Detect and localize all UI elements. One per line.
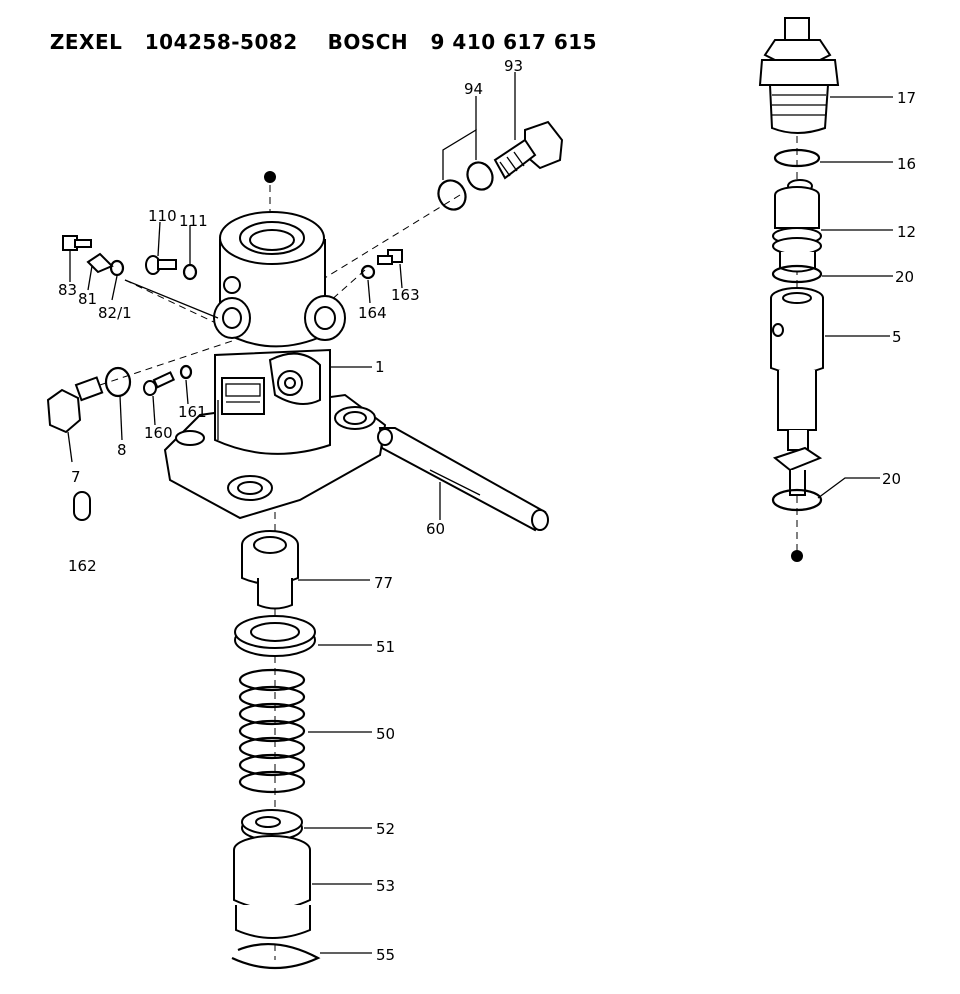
gasket-16 bbox=[773, 148, 821, 168]
o-ring-20-bottom bbox=[771, 488, 823, 512]
callout-5: 5 bbox=[892, 328, 902, 346]
assembly-marker-bottom bbox=[791, 550, 803, 562]
callout-50: 50 bbox=[376, 725, 395, 743]
centerline-left bbox=[124, 279, 221, 326]
o-ring-20-top bbox=[771, 264, 823, 284]
washer-164 bbox=[360, 264, 376, 280]
callout-20-top: 20 bbox=[895, 268, 914, 286]
callout-164: 164 bbox=[358, 304, 387, 322]
callout-93: 93 bbox=[504, 57, 523, 75]
spring-seat-51 bbox=[234, 615, 316, 657]
callout-17: 17 bbox=[897, 89, 916, 107]
holder-17 bbox=[758, 17, 840, 134]
callout-160: 160 bbox=[144, 424, 173, 442]
barrel-5 bbox=[770, 287, 824, 496]
callout-1: 1 bbox=[375, 358, 385, 376]
banjo-bolt bbox=[493, 120, 564, 180]
washer-161 bbox=[179, 364, 193, 380]
callout-8: 8 bbox=[117, 441, 127, 459]
callout-77: 77 bbox=[374, 574, 393, 592]
bosch-part-number: 9 410 617 615 bbox=[430, 30, 598, 54]
bracket-94 bbox=[442, 128, 477, 180]
control-sleeve-77 bbox=[241, 530, 299, 610]
callout-53: 53 bbox=[376, 877, 395, 895]
callout-55: 55 bbox=[376, 946, 395, 964]
plug-7 bbox=[46, 376, 104, 434]
screw-160 bbox=[143, 371, 176, 396]
callout-163: 163 bbox=[391, 286, 420, 304]
zexel-part-number: 104258-5082 bbox=[144, 30, 298, 54]
diagram-title: ZEXEL 104258-5082 BOSCH 9 410 617 615 bbox=[20, 6, 597, 78]
callout-16: 16 bbox=[897, 155, 916, 173]
washer-94b bbox=[437, 179, 467, 211]
lever-60 bbox=[377, 427, 549, 532]
washer-111 bbox=[182, 263, 198, 281]
callout-111: 111 bbox=[179, 212, 208, 230]
screw-163 bbox=[377, 249, 403, 265]
callout-7: 7 bbox=[71, 468, 81, 486]
spring-50 bbox=[238, 668, 306, 794]
spring-seat-52 bbox=[241, 809, 303, 841]
pump-body bbox=[163, 211, 387, 520]
callout-60: 60 bbox=[426, 520, 445, 538]
callout-20-bottom: 20 bbox=[882, 470, 901, 488]
pin-162 bbox=[73, 491, 91, 521]
washer-82 bbox=[109, 259, 125, 277]
tappet-53 bbox=[233, 835, 311, 939]
callout-51: 51 bbox=[376, 638, 395, 656]
snap-ring-55 bbox=[231, 942, 321, 970]
callout-82-1: 82/1 bbox=[98, 304, 132, 322]
callout-12: 12 bbox=[897, 223, 916, 241]
screw-83 bbox=[62, 235, 92, 251]
callout-52: 52 bbox=[376, 820, 395, 838]
brand-bosch: BOSCH bbox=[327, 30, 409, 54]
callout-94: 94 bbox=[464, 80, 483, 98]
washer-94a bbox=[466, 161, 494, 191]
callout-81: 81 bbox=[78, 290, 97, 308]
valve-12 bbox=[772, 179, 822, 273]
callout-161: 161 bbox=[178, 403, 207, 421]
callout-162: 162 bbox=[68, 557, 97, 575]
washer-8 bbox=[104, 366, 132, 398]
callout-110: 110 bbox=[148, 207, 177, 225]
screw-110 bbox=[145, 255, 177, 275]
callout-83: 83 bbox=[58, 281, 77, 299]
brand-zexel: ZEXEL bbox=[49, 30, 123, 54]
assembly-marker-top bbox=[264, 171, 276, 183]
